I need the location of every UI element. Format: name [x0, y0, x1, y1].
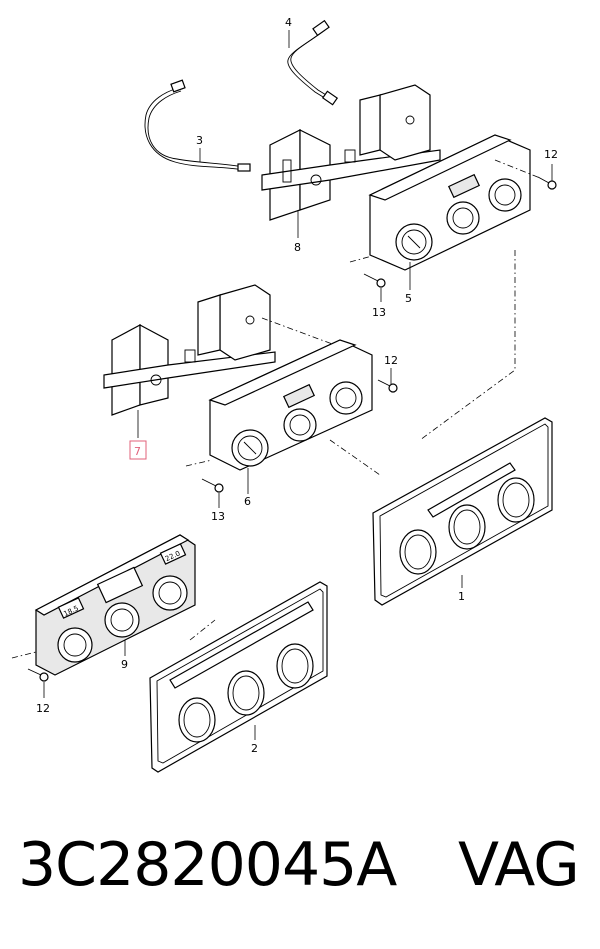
panel-2-opening-left — [178, 697, 216, 743]
dash-9-to-2 — [189, 619, 216, 641]
dash-12-lower — [11, 651, 37, 659]
part-9-control-unit: 18.5 22.0 — [34, 534, 196, 676]
brand-name: VAG — [458, 830, 580, 900]
dash-7-to-6 — [261, 317, 336, 346]
part-number: 3C2820045A — [18, 830, 397, 900]
upper-knob-left — [395, 223, 433, 261]
middle-knob-left — [231, 429, 269, 467]
callout-7-highlight — [129, 440, 147, 460]
dash-5-to-1 — [419, 250, 516, 441]
screw-12-upper — [537, 176, 557, 190]
panel-2-opening-mid — [227, 670, 265, 716]
panel-1-opening-mid — [448, 504, 486, 550]
panel-1-opening-right — [497, 477, 535, 523]
callout-1: 1 — [458, 590, 465, 603]
part-5-control-unit — [368, 134, 531, 271]
screw-13-upper — [363, 273, 386, 288]
part-2-trim-panel — [149, 581, 328, 773]
dash-13-upper — [349, 255, 373, 263]
screw-13-middle — [201, 478, 224, 493]
part-7-bracket — [103, 284, 276, 416]
callout-13-middle: 13 — [211, 510, 225, 523]
part-number-footer: 3C2820045A VAG — [0, 830, 600, 920]
screw-12-middle — [377, 379, 398, 393]
part-1-trim-panel — [372, 417, 553, 606]
callout-9: 9 — [121, 658, 128, 671]
screw-12-lower — [27, 668, 49, 682]
callout-5: 5 — [405, 292, 412, 305]
upper-knob-mid — [446, 201, 480, 235]
dash-13-middle — [185, 459, 213, 467]
panel-1-opening-left — [399, 529, 437, 575]
part-4-cable — [287, 19, 339, 106]
callout-3: 3 — [196, 134, 203, 147]
callout-2: 2 — [251, 742, 258, 755]
callout-6: 6 — [244, 495, 251, 508]
callout-12-upper: 12 — [544, 148, 558, 161]
callout-13-upper: 13 — [372, 306, 386, 319]
lower-knob-left — [57, 627, 93, 663]
lower-knob-right — [152, 575, 188, 611]
middle-knob-right — [329, 381, 363, 415]
lower-knob-mid — [104, 602, 140, 638]
callout-7: 7 — [134, 445, 141, 458]
upper-knob-right — [488, 178, 522, 212]
exploded-parts-diagram: 4 3 8 — [11, 16, 558, 773]
panel-2-opening-right — [276, 643, 314, 689]
dash-6-to-1 — [329, 439, 381, 476]
part-3-cable — [144, 79, 251, 172]
callout-12-middle: 12 — [384, 354, 398, 367]
part-8-bracket — [261, 84, 441, 221]
part-6-control-unit — [208, 339, 373, 471]
callout-12-lower: 12 — [36, 702, 50, 715]
callout-4: 4 — [285, 16, 292, 29]
middle-knob-mid — [283, 408, 317, 442]
callout-8: 8 — [294, 241, 301, 254]
